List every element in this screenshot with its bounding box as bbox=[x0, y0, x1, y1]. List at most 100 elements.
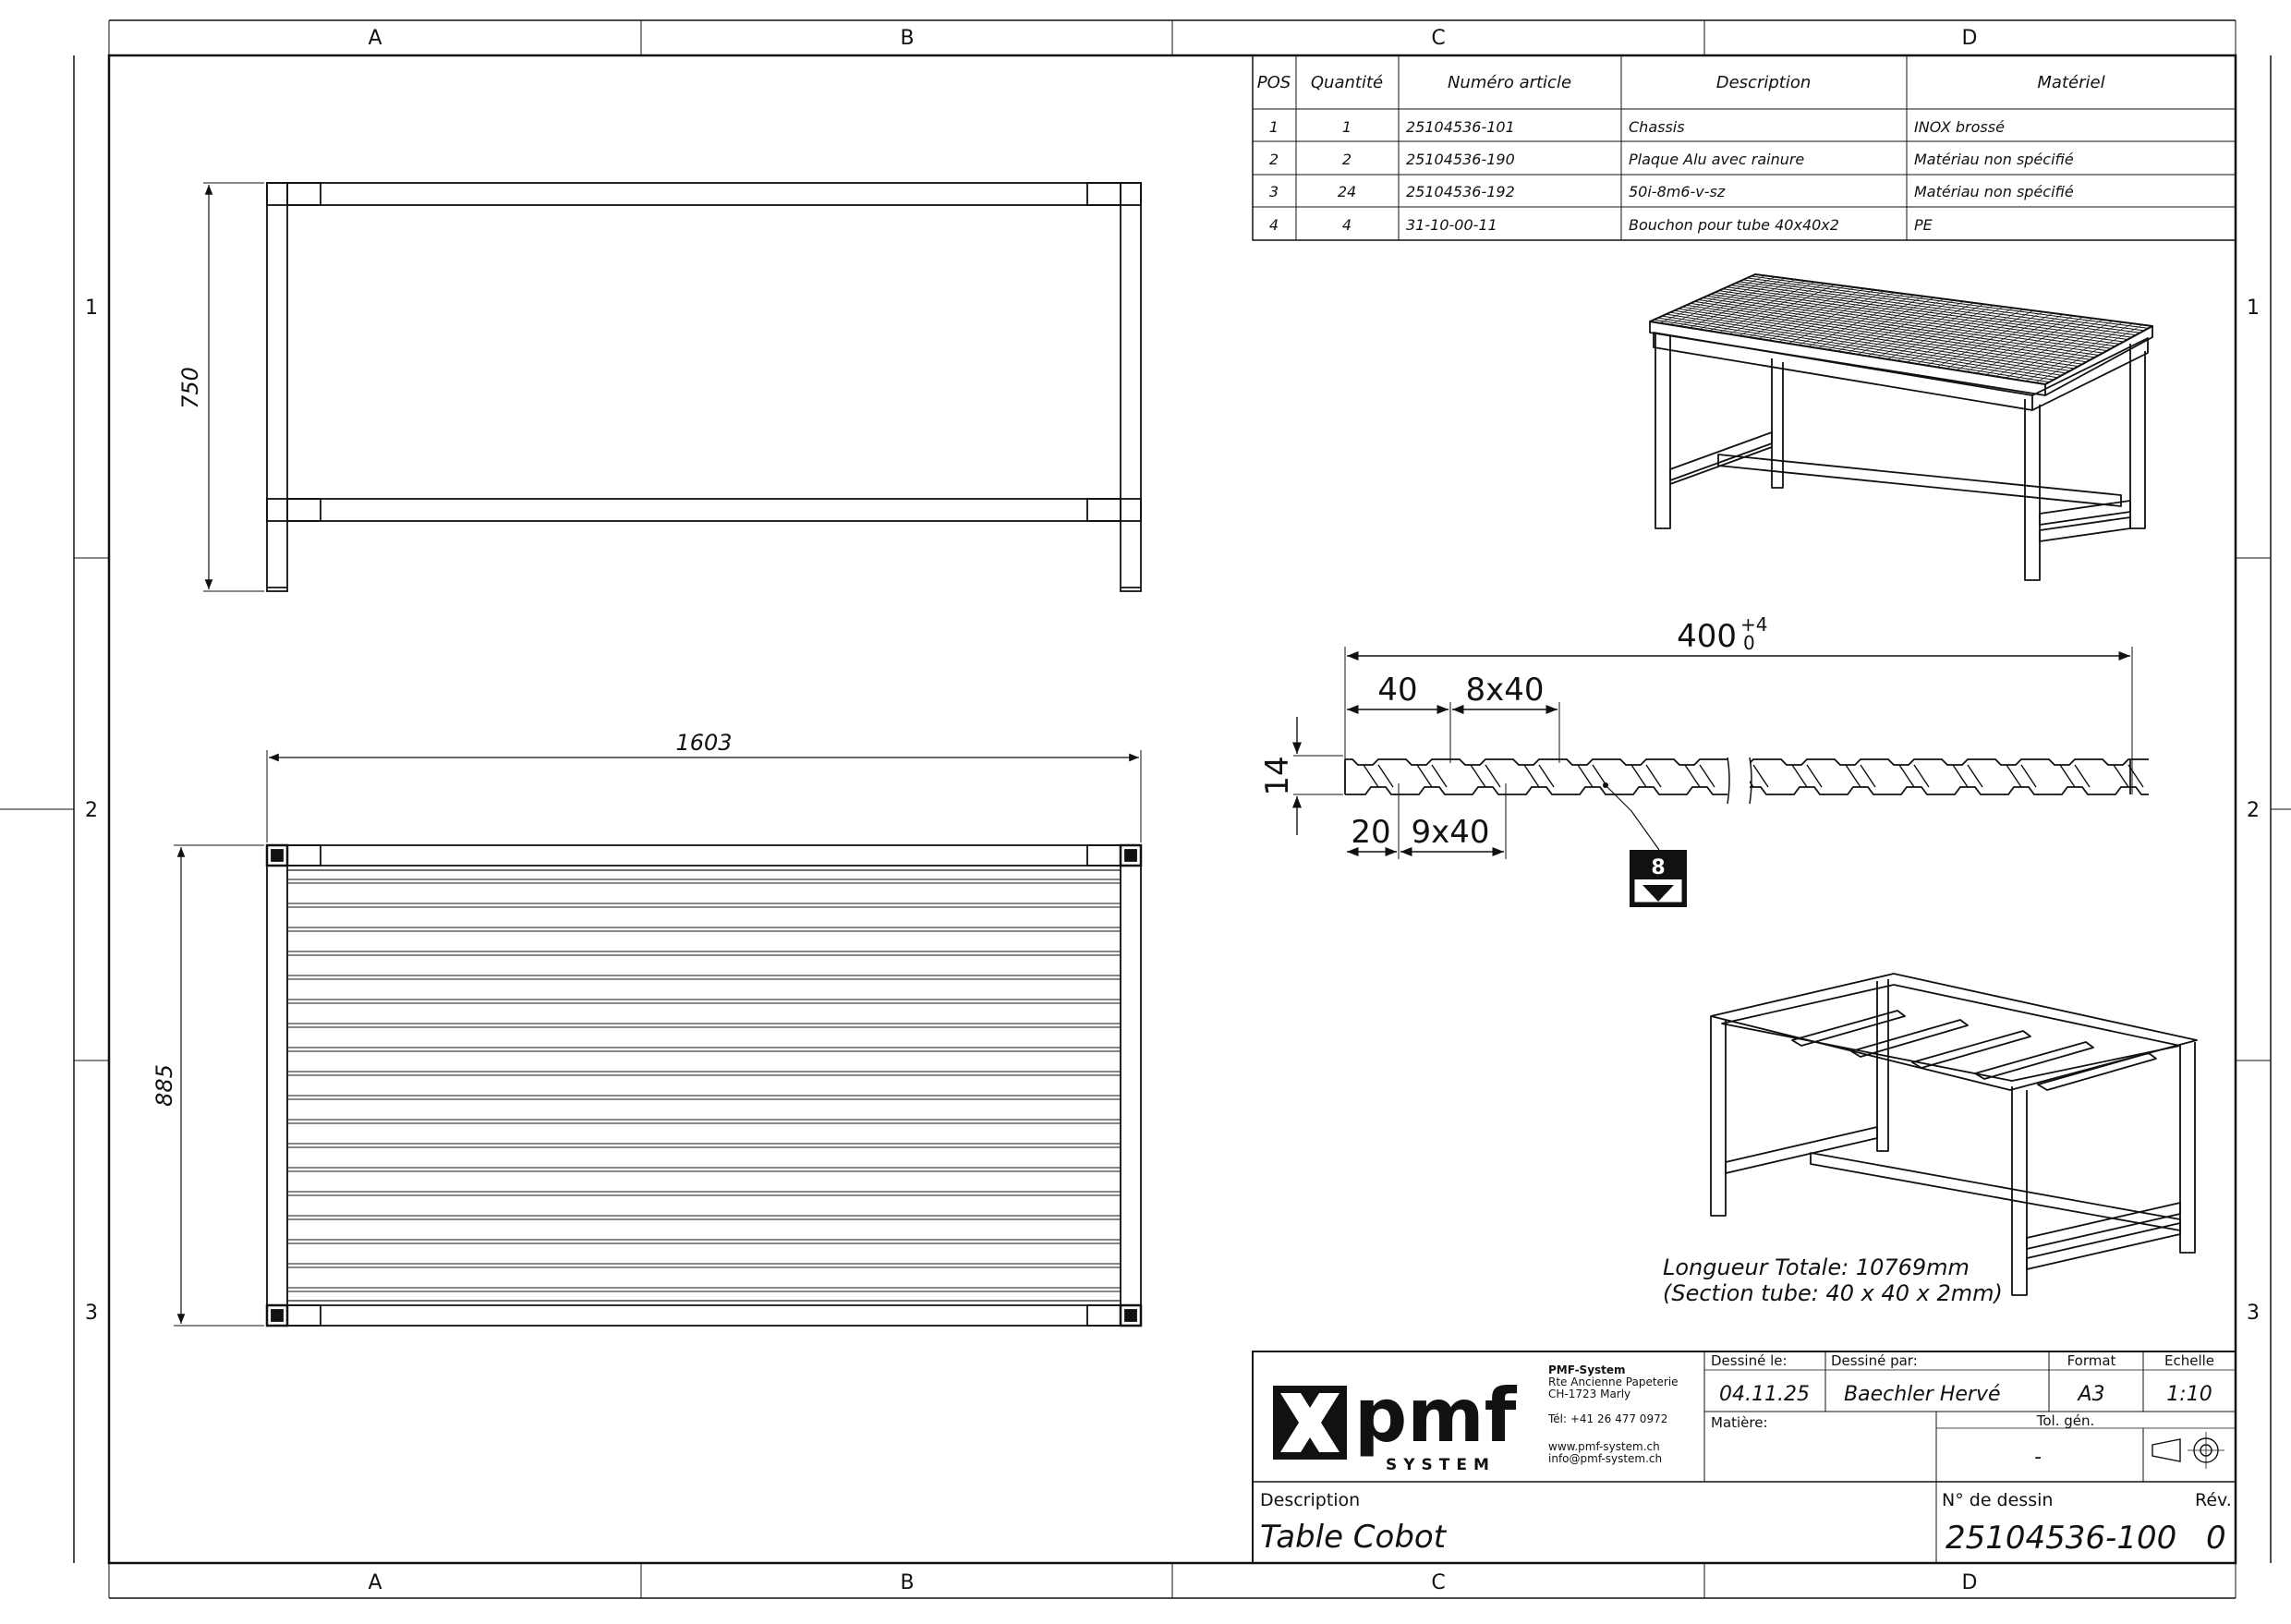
zone-label-left: 2 bbox=[85, 799, 98, 822]
profile-web bbox=[1952, 764, 1983, 788]
bom-cell: 31-10-00-11 bbox=[1406, 216, 1497, 234]
profile-web bbox=[1577, 764, 1608, 788]
profile-web bbox=[1791, 764, 1823, 788]
grating-line bbox=[1817, 296, 1924, 349]
sheet-frame bbox=[0, 19, 2291, 1599]
bom-header-description: Description bbox=[1716, 73, 1812, 92]
note-tube-section: (Section tube: 40 x 40 x 2mm) bbox=[1663, 1280, 2003, 1306]
profile-web bbox=[1363, 764, 1394, 788]
front-height-dimension: 750 bbox=[177, 182, 264, 592]
tolerance-value: - bbox=[2034, 1446, 2042, 1469]
grating-line bbox=[1739, 285, 1845, 336]
drawn-on-value: 04.11.25 bbox=[1719, 1383, 1810, 1406]
zone-label-right: 2 bbox=[2247, 799, 2260, 822]
bom-cell: Plaque Alu avec rainure bbox=[1629, 151, 1804, 168]
grating-line bbox=[1916, 309, 2024, 365]
zone-label-bottom: B bbox=[900, 1571, 914, 1594]
front-view bbox=[266, 182, 1142, 592]
bom-table: POS Quantité Numéro article Description … bbox=[1252, 55, 2236, 241]
zone-label-top: A bbox=[368, 27, 382, 50]
bom-cell: PE bbox=[1914, 216, 1933, 234]
profile-web bbox=[2113, 764, 2144, 788]
projection-symbol-icon bbox=[2152, 1432, 2224, 1469]
bom-cell: Chassis bbox=[1629, 118, 1685, 136]
grating-line bbox=[1758, 288, 1865, 339]
grating-line bbox=[1956, 314, 2064, 370]
grating-line bbox=[1689, 279, 1796, 329]
grating-line bbox=[1808, 295, 1915, 347]
grating-line bbox=[1768, 289, 1875, 341]
tolerance-label: Tol. gén. bbox=[2036, 1412, 2095, 1429]
zone-label-top: C bbox=[1431, 27, 1445, 50]
iso-view-assembled bbox=[1649, 273, 2153, 581]
zone-label-top: B bbox=[900, 27, 914, 50]
zone-label-bottom: D bbox=[1962, 1571, 1978, 1594]
grating-line bbox=[2035, 324, 2143, 383]
dim-pitch-bottom: 9x40 bbox=[1411, 814, 1489, 851]
zone-label-left: 3 bbox=[85, 1302, 98, 1325]
profile-web bbox=[2006, 764, 2037, 788]
dim-top-length: 1603 bbox=[675, 730, 732, 756]
iso-view-frame bbox=[1710, 973, 2198, 1296]
plate-grooves bbox=[287, 879, 1121, 1292]
bom-cell: 2 bbox=[1269, 151, 1279, 168]
dim-profile-height: 14 bbox=[1259, 756, 1296, 795]
bom-cell: Bouchon pour tube 40x40x2 bbox=[1629, 216, 1839, 234]
bom-cell: Matériau non spécifié bbox=[1914, 151, 2074, 168]
grating-line bbox=[1857, 301, 1964, 355]
grating-line bbox=[1867, 302, 1974, 357]
grating-line bbox=[2006, 321, 2114, 379]
dim-profile-tol-lower: 0 bbox=[1743, 632, 1755, 654]
top-length-dimension: 1603 bbox=[266, 730, 1142, 842]
company-website: www.pmf-system.ch bbox=[1548, 1440, 1660, 1453]
grating-line bbox=[1907, 308, 2014, 363]
bom-header-material: Matériel bbox=[2037, 73, 2104, 92]
grating-line bbox=[1926, 309, 2034, 366]
company-phone: Tél: +41 26 477 0972 bbox=[1547, 1412, 1667, 1425]
profile-web bbox=[1684, 764, 1715, 788]
plate-grating bbox=[1654, 275, 2149, 383]
grating-line bbox=[2025, 322, 2133, 382]
grating-line bbox=[1985, 318, 2093, 376]
zone-label-right: 1 bbox=[2247, 297, 2260, 320]
grating-line bbox=[1847, 299, 1955, 354]
notes: Longueur Totale: 10769mm (Section tube: … bbox=[1663, 1254, 2003, 1306]
zone-label-left: 1 bbox=[85, 297, 98, 320]
profile-web bbox=[1845, 764, 1876, 788]
revision-label: Rév. bbox=[2195, 1490, 2232, 1510]
grating-line bbox=[1728, 284, 1836, 334]
profile-section: 400 +4 0 40 8x40 14 20 9x40 8 bbox=[1259, 613, 2149, 907]
profile-web bbox=[2059, 764, 2091, 788]
detail-tag-number: 8 bbox=[1651, 856, 1665, 879]
bom-cell: 4 bbox=[1269, 216, 1279, 234]
grating-line bbox=[1777, 290, 1885, 343]
bom-cell: 1 bbox=[1269, 118, 1279, 136]
bom-cell: 2 bbox=[1342, 151, 1352, 168]
company-address-line: CH-1723 Marly bbox=[1548, 1388, 1630, 1400]
company-name: PMF-System bbox=[1548, 1363, 1626, 1376]
grating-line bbox=[1718, 283, 1825, 333]
top-width-dimension: 885 bbox=[152, 844, 264, 1327]
bom-cell: 25104536-101 bbox=[1406, 118, 1515, 136]
detail-tag: 8 bbox=[1630, 850, 1687, 907]
grating-line bbox=[1699, 280, 1805, 330]
dim-front-height: 750 bbox=[177, 367, 203, 409]
scale-label: Echelle bbox=[2164, 1352, 2214, 1369]
dim-first-pitch: 40 bbox=[1377, 672, 1417, 709]
grating-line bbox=[1936, 311, 2043, 368]
dim-offset: 20 bbox=[1351, 814, 1390, 851]
profile-web bbox=[1523, 764, 1555, 788]
grating-line bbox=[1669, 276, 1776, 325]
title-block: pmf SYSTEM PMF-System Rte Ancienne Papet… bbox=[1252, 1351, 2236, 1564]
bom-cell: 4 bbox=[1342, 216, 1352, 234]
material-label: Matière: bbox=[1711, 1414, 1768, 1431]
grating-line bbox=[1659, 275, 1765, 323]
zone-label-bottom: A bbox=[368, 1571, 382, 1594]
grating-line bbox=[1886, 305, 1994, 360]
grating-line bbox=[1946, 312, 2054, 370]
profile-web bbox=[1630, 764, 1662, 788]
drawn-by-label: Dessiné par: bbox=[1831, 1352, 1918, 1369]
dim-profile-total: 400 bbox=[1677, 618, 1737, 655]
grating-line bbox=[1788, 292, 1895, 345]
bom-cell: 1 bbox=[1342, 118, 1352, 136]
